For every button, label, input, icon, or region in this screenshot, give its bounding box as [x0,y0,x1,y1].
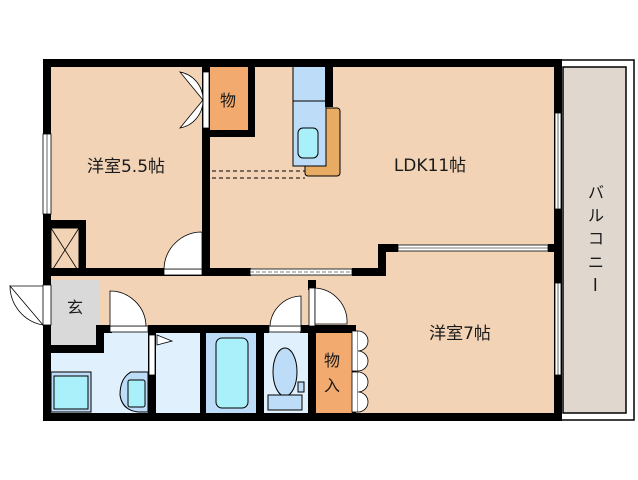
door-washroom[interactable] [109,290,147,327]
walls [43,59,562,421]
room-label-storage-2-b: 入 [324,376,340,395]
door-toilet[interactable] [269,295,302,327]
entrance-door[interactable] [9,284,45,326]
room-label-western-2: 洋室7帖 [429,324,491,344]
openings [9,112,562,376]
doors [109,71,369,413]
bathtub-icon [215,337,249,409]
closet-box [50,220,86,273]
balcony [559,59,635,421]
room-label-storage-2-a: 物 [324,351,340,370]
fixtures [50,337,305,413]
balcony-label-4: ニ [588,253,604,272]
balcony-label-5 [594,278,597,291]
door-room2[interactable] [314,287,348,325]
door-room1[interactable] [163,231,203,270]
balcony-label-1: バ [588,183,604,202]
room-labels: 洋室5.5帖 LDK11帖 洋室7帖 玄 物 物 入 バ ル コ ニ [67,91,604,395]
room-label-storage-1: 物 [220,91,236,110]
room-label-western-1: 洋室5.5帖 [87,157,165,177]
balcony-label-3: コ [588,229,604,248]
room-label-ldk: LDK11帖 [394,156,466,176]
sink-icon [297,127,319,159]
room-label-entrance: 玄 [67,298,83,317]
kitchen [212,65,341,179]
toilet-icon [272,347,298,397]
balcony-label-2: ル [588,206,604,225]
